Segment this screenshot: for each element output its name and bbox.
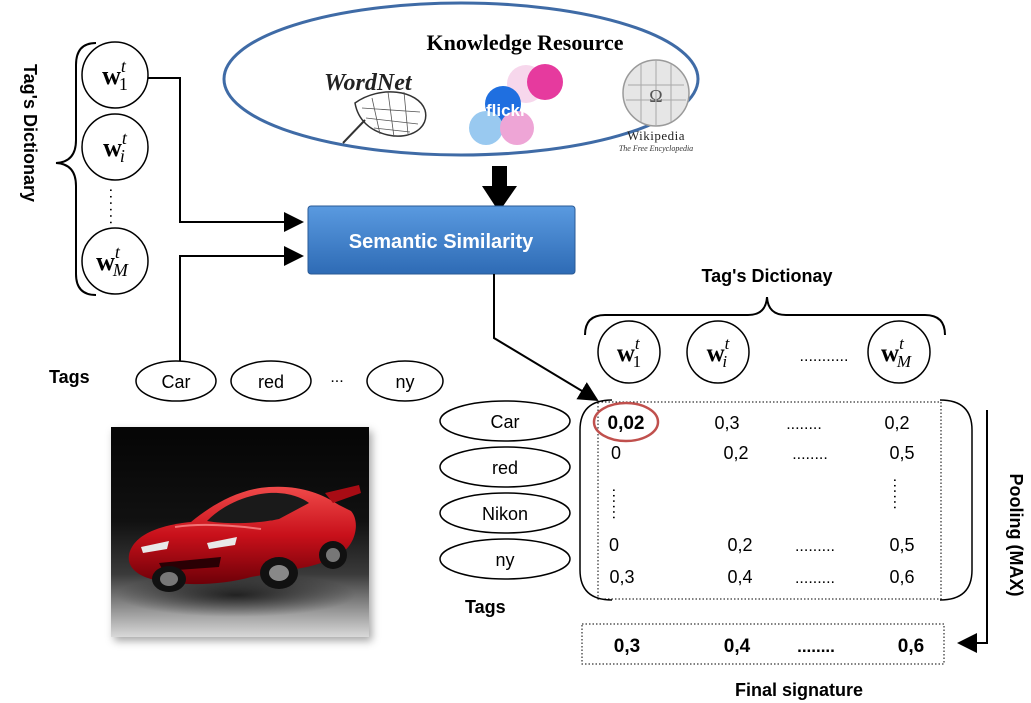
wikipedia-tagline: The Free Encyclopedia bbox=[619, 144, 693, 153]
semantic-similarity-label: Semantic Similarity bbox=[349, 231, 534, 253]
knowledge-arrow bbox=[482, 166, 517, 212]
row-tag-nikon: Nikon bbox=[482, 504, 528, 524]
matrix-cell: 0,3 bbox=[714, 413, 739, 433]
matrix-left-bracket bbox=[579, 399, 613, 601]
matrix-cell: ......... bbox=[795, 538, 835, 555]
final-signature-label: Final signature bbox=[735, 680, 863, 700]
left-brace bbox=[55, 42, 97, 296]
knowledge-resource: Knowledge Resource WordNet flickr Ω Wiki… bbox=[222, 1, 700, 157]
row-tag-ny: ny bbox=[495, 550, 514, 570]
matrix-cell: 0,3 bbox=[609, 567, 634, 587]
semantic-to-matrix-arrow bbox=[493, 274, 599, 402]
matrix-cell: 0,5 bbox=[889, 535, 914, 555]
left-dict-ellipsis: ...... bbox=[106, 188, 123, 227]
svg-text:wti: wti bbox=[707, 334, 731, 371]
wikipedia-logo: Ω Wikipedia The Free Encyclopedia bbox=[619, 59, 693, 153]
matrix-cell: 0,2 bbox=[884, 413, 909, 433]
row-tag-red: red bbox=[492, 458, 518, 478]
pooling-arrow bbox=[957, 410, 988, 653]
matrix-right-bracket bbox=[939, 399, 973, 601]
matrix-cell: ........ bbox=[786, 416, 822, 433]
matrix-dict-brace bbox=[584, 296, 946, 336]
connectors bbox=[148, 77, 988, 653]
left-dictionary-label: Tag's Dictionary bbox=[20, 64, 40, 202]
matrix-cell: 0,02 bbox=[608, 413, 645, 434]
top-tag-ny: ny bbox=[395, 372, 414, 392]
flickr-logo: flickr bbox=[469, 64, 563, 145]
tags-to-semantic-arrow bbox=[179, 246, 304, 375]
top-tags-label: Tags bbox=[49, 367, 90, 387]
red-car-illustration bbox=[116, 485, 361, 617]
matrix-cell: 0,2 bbox=[727, 535, 752, 555]
final-signature: 0,3 0,4 ........ 0,6 Final signature bbox=[581, 623, 945, 700]
dict-to-semantic-arrow bbox=[148, 77, 304, 232]
matrix-cell: 0,4 bbox=[727, 567, 752, 587]
final-value: 0,4 bbox=[724, 636, 751, 657]
top-tags-ellipsis: ... bbox=[330, 369, 343, 386]
pooling-label: Pooling (MAX) bbox=[1006, 474, 1026, 597]
svg-text:......: ...... bbox=[609, 488, 626, 521]
flickr-logo-text: flickr bbox=[486, 101, 527, 120]
row-tags-label: Tags bbox=[465, 597, 506, 617]
wikipedia-wordmark: Wikipedia bbox=[627, 128, 685, 143]
svg-text:wt1: wt1 bbox=[102, 56, 128, 94]
car-image bbox=[111, 427, 369, 637]
top-tag-red: red bbox=[258, 372, 284, 392]
svg-text:......: ...... bbox=[890, 478, 907, 511]
matrix-cell: 0,6 bbox=[889, 567, 914, 587]
svg-text:wt1: wt1 bbox=[617, 334, 641, 371]
wordnet-logo: WordNet bbox=[324, 70, 427, 144]
matrix-dictionary-label: Tag's Dictionay bbox=[702, 266, 833, 286]
svg-text:Ω: Ω bbox=[649, 86, 662, 106]
similarity-matrix: 0,02 0,3 ........ 0,2 0 0,2 ........ 0,5… bbox=[579, 399, 973, 601]
net-icon bbox=[354, 91, 427, 137]
matrix-dict-ellipsis: ........... bbox=[800, 348, 849, 365]
matrix-cell: 0 bbox=[609, 535, 619, 555]
final-value: 0,3 bbox=[614, 636, 640, 657]
knowledge-resource-title: Knowledge Resource bbox=[427, 30, 624, 55]
top-tags: Tags Car red ... ny bbox=[49, 360, 444, 402]
svg-text:wti: wti bbox=[103, 128, 128, 166]
matrix-cell: ........ bbox=[792, 446, 828, 463]
svg-text:wtM: wtM bbox=[96, 242, 129, 280]
matrix-cell: 0,5 bbox=[889, 443, 914, 463]
matrix-cell: 0,2 bbox=[723, 443, 748, 463]
row-tags: Car red Nikon ny Tags bbox=[439, 400, 571, 617]
row-tag-car: Car bbox=[490, 412, 519, 432]
final-value: ........ bbox=[797, 637, 835, 656]
final-value: 0,6 bbox=[898, 636, 924, 657]
svg-text:wtM: wtM bbox=[881, 334, 912, 371]
highlight-circle bbox=[592, 401, 660, 443]
matrix-cell: 0 bbox=[611, 443, 621, 463]
top-tag-car: Car bbox=[161, 372, 190, 392]
semantic-similarity-box: Semantic Similarity bbox=[307, 205, 576, 275]
matrix-cell: ......... bbox=[795, 570, 835, 587]
